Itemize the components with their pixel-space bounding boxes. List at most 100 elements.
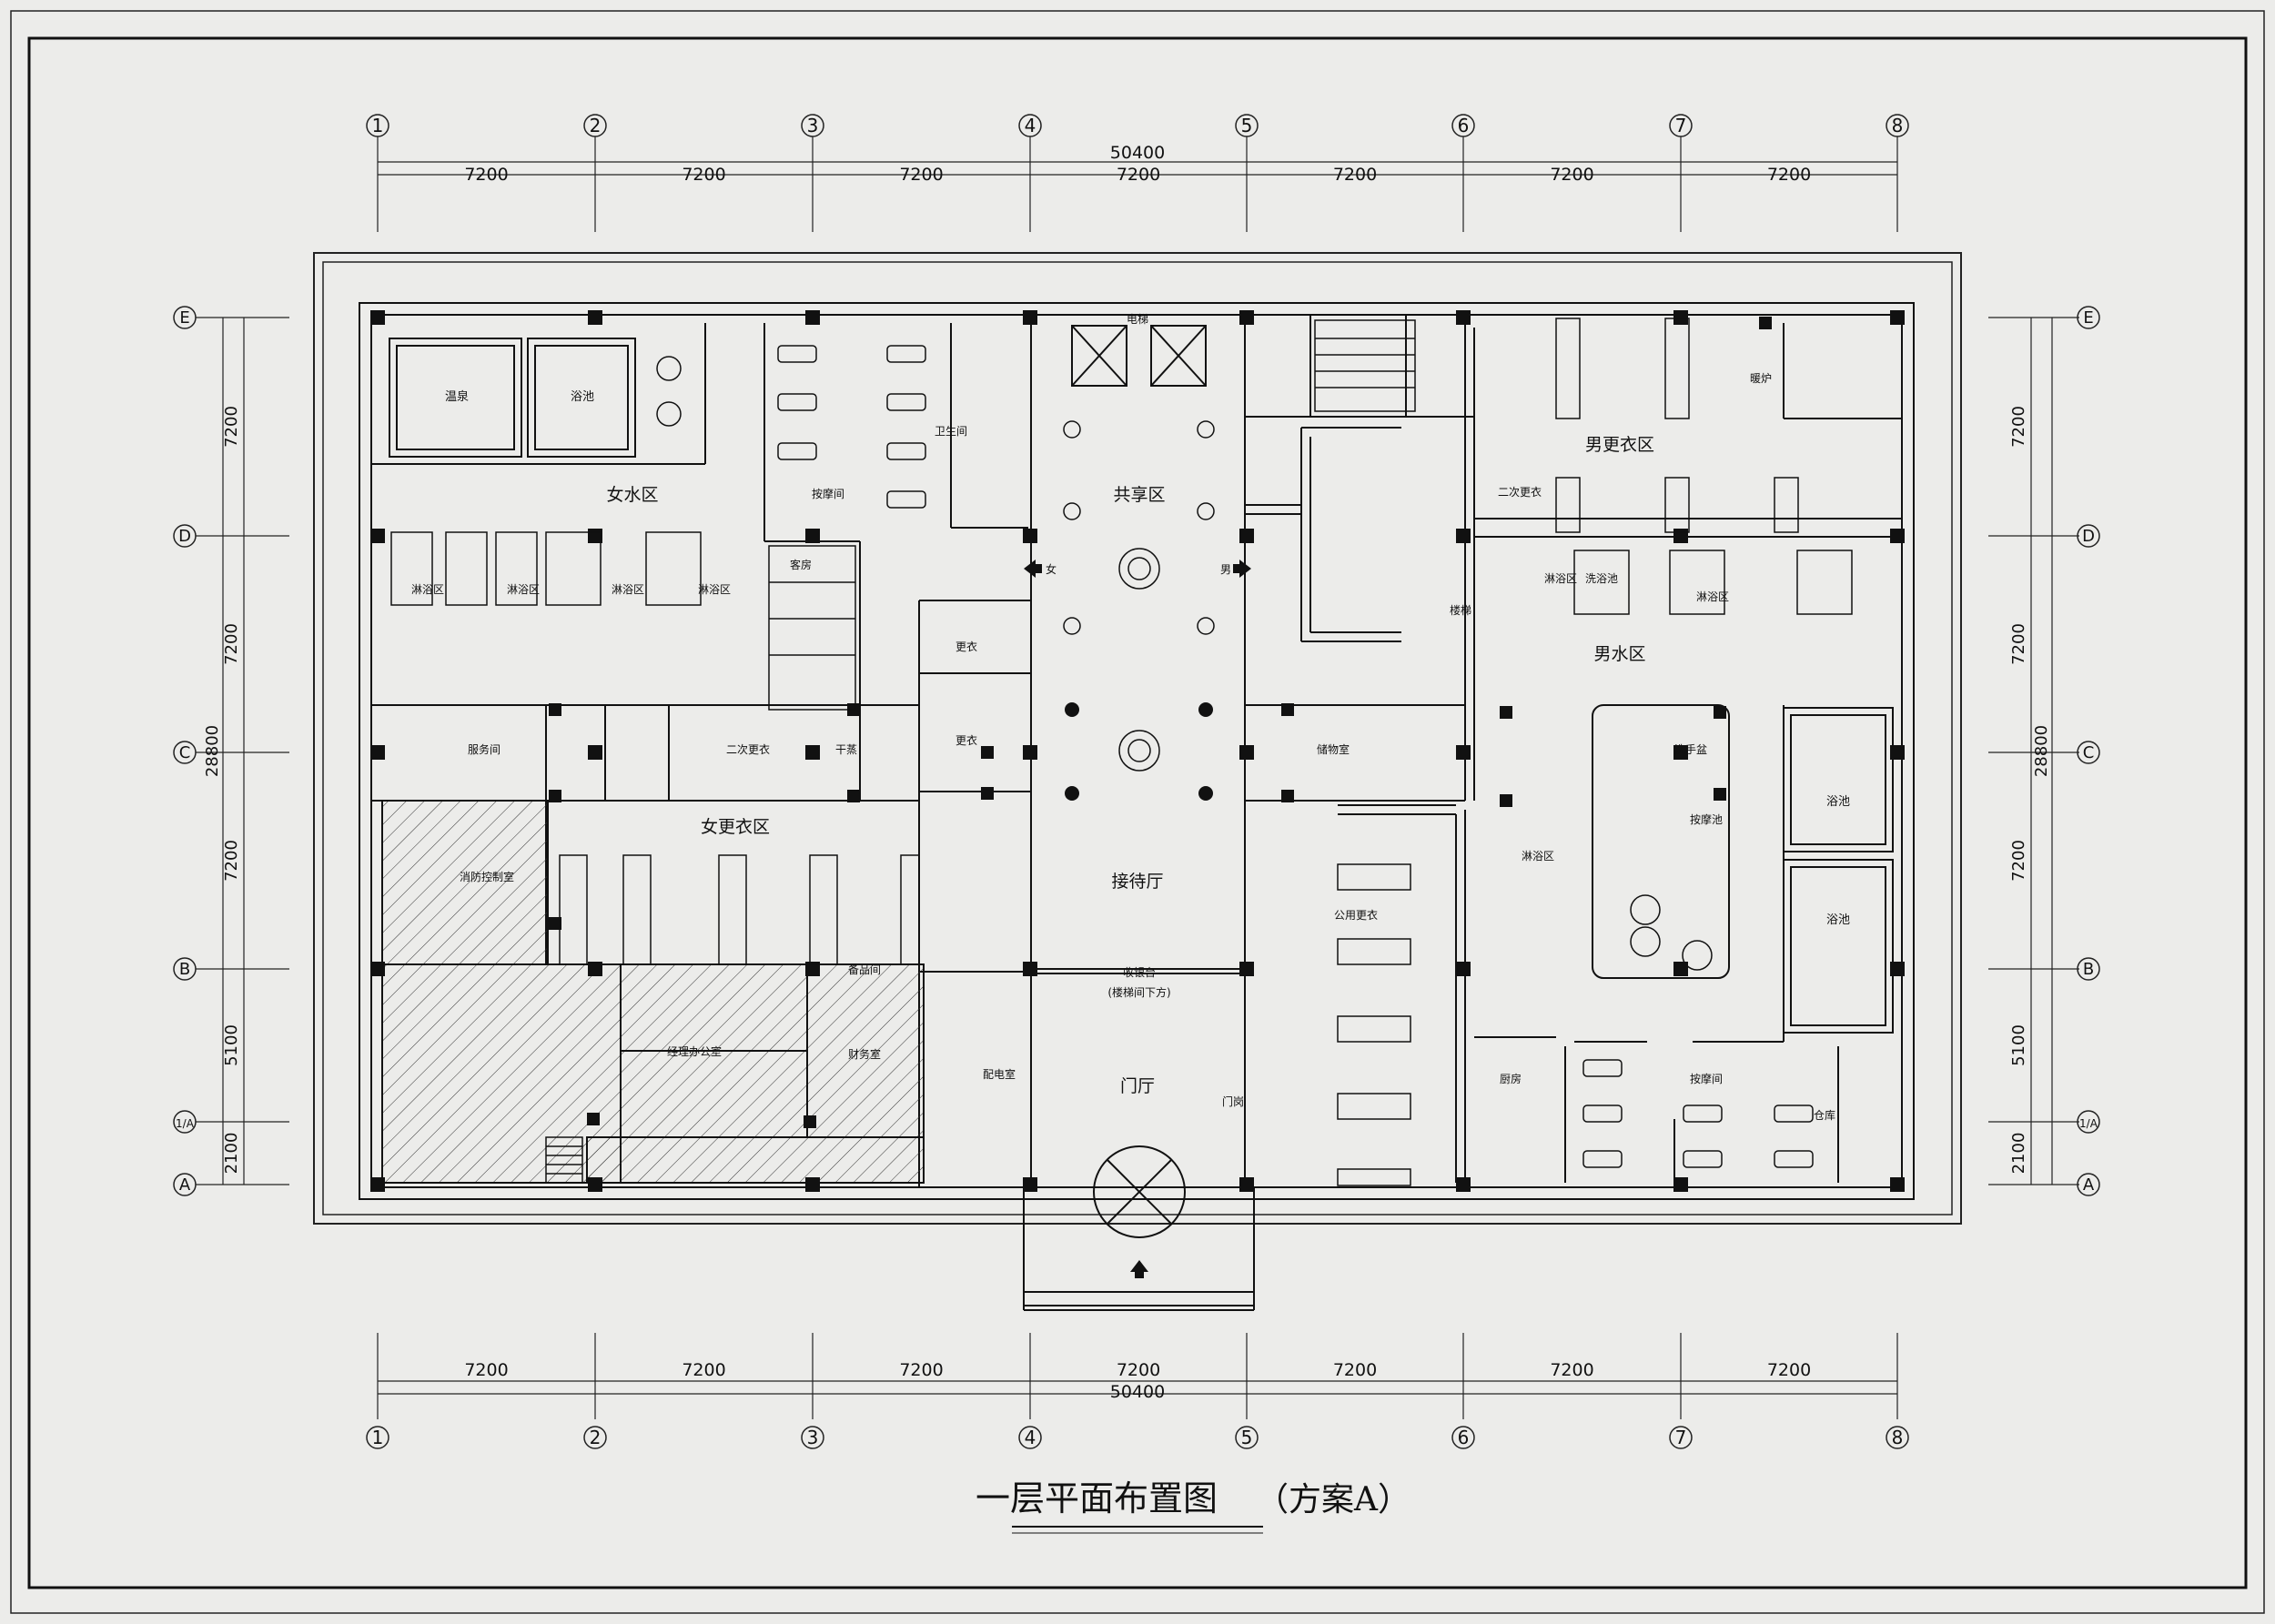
structural-column	[549, 703, 561, 716]
structural-column	[588, 1177, 602, 1192]
label-female-restroom: 卫生间	[935, 425, 967, 438]
dimension-column-spacing: 7200	[1767, 165, 1811, 185]
dimension-row-spacing: 7200	[2009, 623, 2028, 665]
grid-label-col: 6	[1458, 1427, 1470, 1448]
label-public-changing: 公用更衣	[1334, 908, 1378, 922]
grid-label-col: 4	[1025, 115, 1036, 136]
room-female-changing: 女更衣区	[701, 817, 770, 837]
label-female-pool-1: 温泉	[445, 389, 469, 404]
grid-bubble-row	[2077, 1110, 2100, 1134]
structural-column	[587, 1113, 600, 1125]
shower-stalls	[390, 531, 1853, 615]
grid-bubble-row	[173, 306, 197, 329]
female-pool-1	[389, 338, 522, 458]
grid-label-row: B	[179, 960, 190, 979]
label-manager-office: 经理办公室	[667, 1044, 722, 1058]
grid-label-col: 5	[1241, 115, 1253, 136]
label-heater: 暖炉	[1750, 372, 1772, 385]
structural-column	[1456, 310, 1471, 325]
structural-column	[1456, 1177, 1471, 1192]
label-female-pool-2: 浴池	[571, 390, 594, 404]
structural-column	[1673, 310, 1688, 325]
structural-column	[1890, 962, 1905, 976]
dimension-column-spacing: 7200	[1117, 165, 1160, 185]
structural-column	[1500, 706, 1512, 719]
grid-bubble-col	[1451, 1426, 1475, 1449]
dimension-column-spacing: 7200	[1550, 1360, 1593, 1380]
label-changing-2: 更衣	[956, 733, 977, 747]
male-pool-1	[1783, 707, 1894, 852]
label-bath: 洗浴池	[1585, 572, 1618, 585]
inner-frame	[27, 36, 2248, 1589]
structural-column	[1239, 1177, 1254, 1192]
structural-column	[370, 745, 385, 760]
label-male-wash: 洗手盆	[1674, 743, 1707, 756]
grid-bubble-col	[1886, 114, 1909, 137]
grid-bubble-col	[583, 114, 607, 137]
dimension-column-spacing: 7200	[464, 1360, 508, 1380]
structural-column	[1239, 529, 1254, 543]
elevators	[1071, 325, 1207, 387]
grid-bubble-row	[173, 1110, 197, 1134]
grid-label-row: D	[2082, 527, 2095, 546]
structural-column	[1890, 310, 1905, 325]
label-cashier-note: (楼梯间下方)	[1107, 985, 1170, 999]
female-pool-2	[527, 338, 636, 458]
toilets	[656, 356, 1713, 971]
structural-column	[805, 962, 820, 976]
label-female-arrow: 女	[1046, 562, 1057, 576]
grid-bubble-row	[2077, 1173, 2100, 1196]
massage-beds	[777, 345, 1814, 1168]
structural-column	[370, 1177, 385, 1192]
room-male-changing: 男更衣区	[1585, 435, 1654, 455]
structural-column	[847, 790, 860, 802]
label-reserved-room: 备品间	[848, 963, 881, 976]
grid-bubble-col	[801, 1426, 824, 1449]
grid-bubble-col	[1018, 1426, 1042, 1449]
grid-label-col: 8	[1892, 1427, 1904, 1448]
structural-column	[1023, 962, 1037, 976]
label-male-shower-1: 淋浴区	[1544, 572, 1577, 585]
structural-column	[1281, 703, 1294, 716]
label-shower-zone: 淋浴区	[1522, 850, 1554, 862]
pools	[389, 338, 1894, 1034]
dimension-total-depth: 28800	[203, 725, 222, 777]
hatched-service-area	[381, 800, 925, 1184]
grid-bubble-row	[173, 1173, 197, 1196]
grid-label-row: 1/A	[176, 1117, 195, 1130]
dimension-column-spacing: 7200	[1550, 165, 1593, 185]
grid-bubble-col	[366, 114, 389, 137]
site-boundary-inner	[322, 261, 1953, 1215]
grid-bubble-col	[1235, 1426, 1259, 1449]
grid-bubble-col	[1886, 1426, 1909, 1449]
dimension-column-spacing: 7200	[1117, 1360, 1160, 1380]
structural-column	[1239, 745, 1254, 760]
structural-column	[1890, 529, 1905, 543]
grid-label-col: 7	[1675, 1427, 1687, 1448]
grid-label-col: 4	[1025, 1427, 1036, 1448]
label-male-secondary-changing: 二次更衣	[1498, 485, 1542, 499]
grid-label-col: 3	[807, 1427, 819, 1448]
label-male-pool-2: 浴池	[1826, 913, 1850, 927]
grid-label-col: 7	[1675, 115, 1687, 136]
structural-column	[1023, 310, 1037, 325]
label-massage-pool: 按摩池	[1690, 812, 1723, 826]
dimension-column-spacing: 7200	[899, 1360, 943, 1380]
grid-label-col: 8	[1892, 115, 1904, 136]
dimension-column-spacing: 7200	[464, 165, 508, 185]
structural-column	[1890, 745, 1905, 760]
structural-column	[588, 310, 602, 325]
label-female-shower-1: 淋浴区	[411, 583, 444, 596]
grid-bubble-row	[2077, 741, 2100, 764]
grid-label-row: 1/A	[2079, 1117, 2098, 1130]
structural-column	[805, 1177, 820, 1192]
drawing-title-block: 一层平面布置图 （方案A）	[976, 1478, 1410, 1534]
grid-bubble-col	[1451, 114, 1475, 137]
grid-bubble-row	[173, 957, 197, 981]
dimension-row-spacing: 7200	[222, 406, 241, 448]
structural-column	[1714, 788, 1726, 801]
label-storage: 储物室	[1317, 742, 1350, 756]
